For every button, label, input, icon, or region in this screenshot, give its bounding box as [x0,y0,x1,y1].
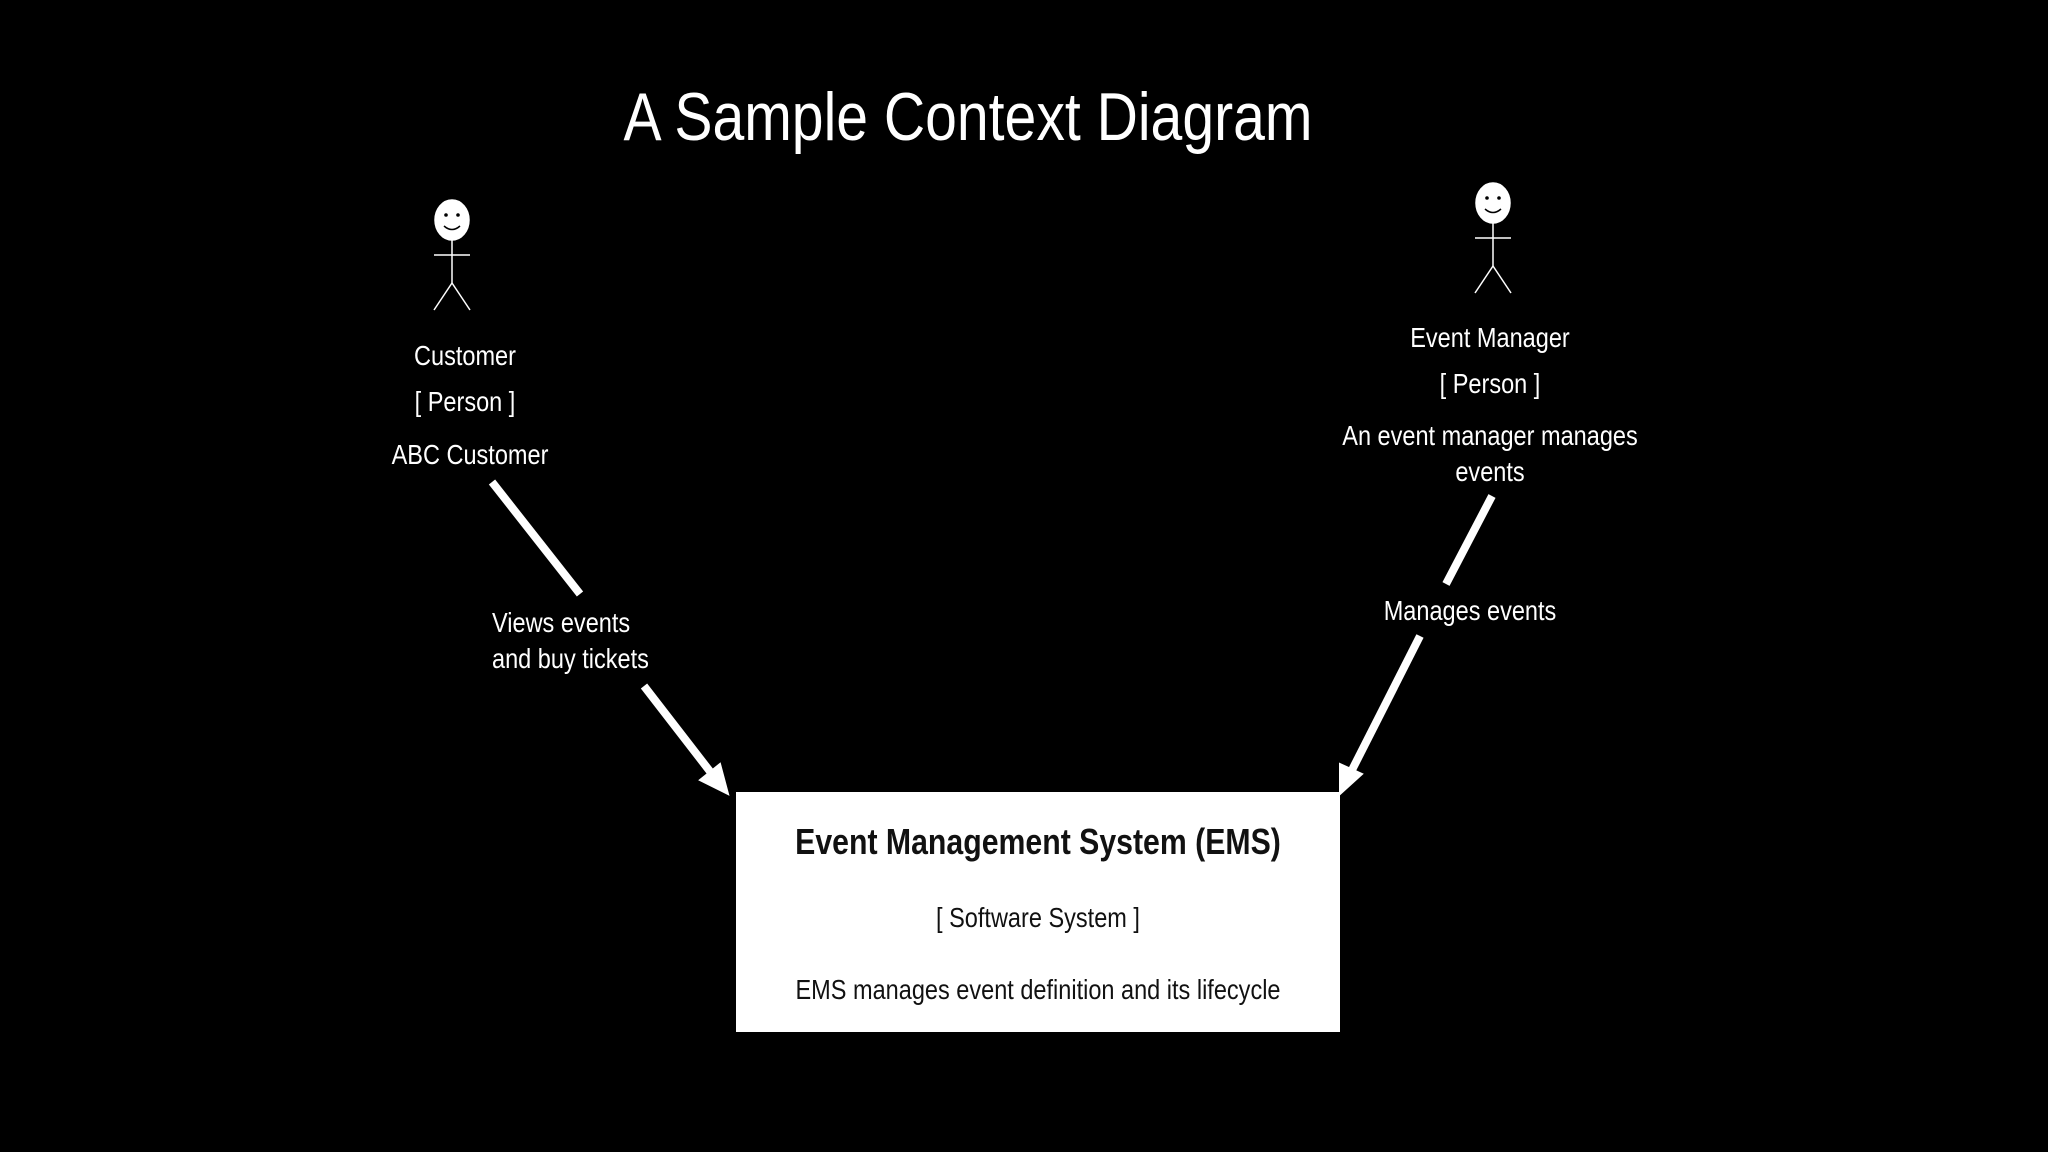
diagram-title: A Sample Context Diagram [623,79,1313,155]
event-manager-name: Event Manager [1410,322,1570,353]
edge-customer-to-ems [488,479,730,796]
ems-system-box [736,792,1340,1032]
customer-name: Customer [414,340,516,371]
edge-label-manager: Manages events [1383,595,1557,626]
edge-label-customer-line: Views events [492,607,631,638]
arrowhead [1339,762,1364,797]
ems-type: [ Software System ] [936,902,1140,933]
customer-description: ABC Customer [391,439,549,470]
edge-label-customer-line: and buy tickets [492,643,649,674]
customer-person-icon [433,199,471,311]
event-manager-description-line: An event manager manages [1342,420,1638,451]
ems-description: EMS manages event definition and its lif… [795,974,1281,1005]
customer-type: [ Person ] [414,386,516,417]
edge-manager-to-ems [1339,494,1496,797]
ems-name: Event Management System (EMS) [795,821,1281,862]
event-manager-type: [ Person ] [1439,368,1541,399]
event-manager-person-icon [1474,182,1512,294]
arrowhead [698,762,730,796]
event-manager-description-line: events [1455,456,1525,487]
